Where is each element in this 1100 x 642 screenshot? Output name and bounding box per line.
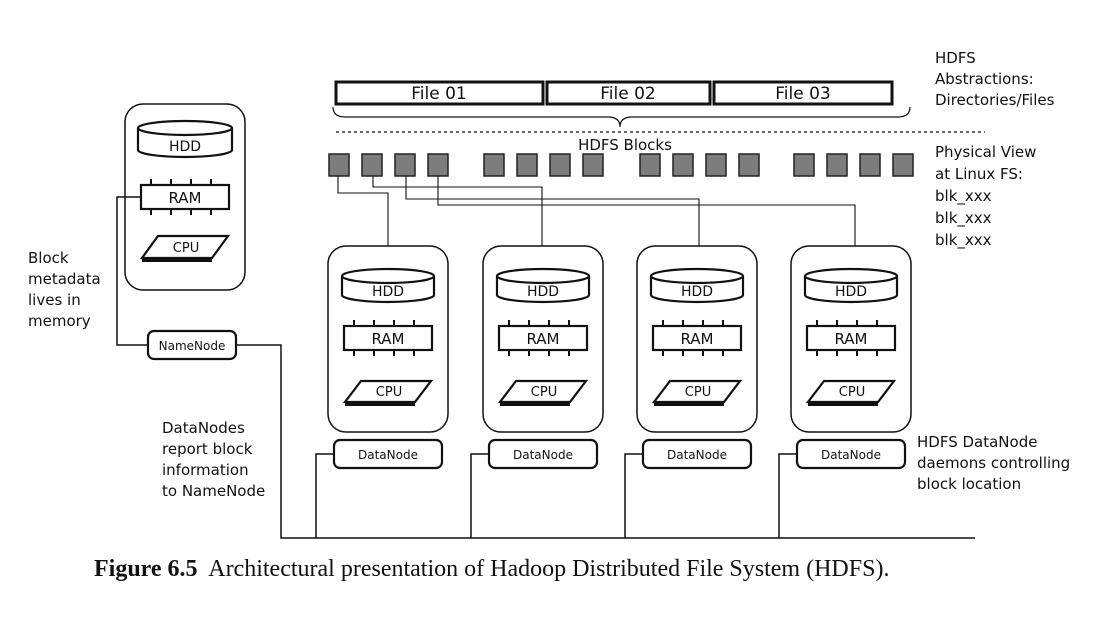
file-02-label: File 02: [600, 84, 655, 104]
hdfs-blocks: [328, 153, 914, 177]
hdd-icon: HDD: [136, 119, 234, 159]
datanode-label: DataNode: [358, 448, 418, 462]
hdfs-block: [892, 153, 914, 177]
cpu-label: CPU: [685, 385, 711, 400]
hdfs-block: [672, 153, 694, 177]
ram-label: RAM: [526, 330, 559, 348]
ram-icon: RAM: [651, 320, 743, 356]
abstractions-note: HDFS Abstractions: Directories/Files: [935, 49, 1055, 109]
namenode: NameNode: [116, 196, 975, 539]
cpu-icon: CPU: [342, 379, 434, 406]
cpu-icon: CPU: [497, 379, 589, 406]
hdfs-block: [738, 153, 760, 177]
file-03-label: File 03: [775, 84, 830, 104]
hdfs-block: [427, 153, 449, 177]
namenode-label: NameNode: [159, 339, 226, 353]
ram-label: RAM: [371, 330, 404, 348]
hdd-label: HDD: [681, 284, 713, 300]
hdfs-architecture-diagram: File 01 File 02 File 03 HDFS Blocks HDD: [28, 49, 1075, 539]
datanode-bus-wire: [778, 453, 797, 538]
cpu-label: CPU: [531, 385, 557, 400]
hdfs-block: [549, 153, 571, 177]
datanode-3: HDD RAM CPU DataNode: [624, 245, 758, 538]
hdd-icon: HDD: [649, 267, 745, 304]
figure-caption: Figure 6.5 Architectural presentation of…: [94, 556, 889, 583]
ram-label: RAM: [168, 189, 201, 207]
block-mapping-lines: [337, 176, 856, 263]
hdd-icon: HDD: [495, 267, 591, 304]
cpu-label: CPU: [173, 241, 199, 256]
hdd-label: HDD: [835, 284, 867, 300]
hdfs-block: [328, 153, 350, 177]
hdfs-blocks-label: HDFS Blocks: [578, 136, 672, 154]
datanode-2: HDD RAM CPU DataNode: [470, 245, 604, 538]
hdfs-block: [483, 153, 505, 177]
hdfs-block: [826, 153, 848, 177]
file-bar: File 01 File 02 File 03: [332, 80, 911, 128]
file-01-label: File 01: [411, 84, 466, 104]
hdfs-block: [516, 153, 538, 177]
datanode-label: DataNode: [821, 448, 881, 462]
datanode-1: HDD RAM CPU DataNode: [315, 245, 449, 538]
cpu-label: CPU: [839, 385, 865, 400]
ram-label: RAM: [680, 330, 713, 348]
datanodes: HDD RAM CPU DataNode HDD RAM CPU DataNode HDD RAM…: [315, 245, 912, 538]
hdd-label: HDD: [372, 284, 404, 300]
figure-caption-text: Architectural presentation of Hadoop Dis…: [208, 556, 890, 582]
datanode-label: DataNode: [513, 448, 573, 462]
hdd-label: HDD: [169, 139, 201, 155]
ram-label: RAM: [834, 330, 867, 348]
datanode-bus-wire: [315, 453, 334, 538]
files-brace: [332, 106, 911, 128]
cpu-icon: CPU: [139, 234, 231, 262]
ram-icon: RAM: [139, 179, 231, 215]
hdfs-block: [639, 153, 661, 177]
physical-view-note: Physical View at Linux FS: blk_xxx blk_x…: [935, 143, 1041, 250]
hdfs-block: [361, 153, 383, 177]
datanode-label: DataNode: [667, 448, 727, 462]
hdfs-block: [793, 153, 815, 177]
hdd-icon: HDD: [803, 267, 899, 304]
cpu-icon: CPU: [651, 379, 743, 406]
cpu-icon: CPU: [805, 379, 897, 406]
datanodes-report-note: DataNodes report block information to Na…: [162, 419, 265, 500]
ram-icon: RAM: [497, 320, 589, 356]
namenode-hardware: HDD RAM CPU: [124, 103, 246, 291]
hdfs-block: [394, 153, 416, 177]
block-metadata-note: Block metadata lives in memory: [28, 249, 105, 330]
ram-icon: RAM: [805, 320, 897, 356]
datanode-4: HDD RAM CPU DataNode: [778, 245, 912, 538]
figure-label: Figure 6.5: [94, 556, 198, 582]
cpu-label: CPU: [376, 385, 402, 400]
hdfs-block: [582, 153, 604, 177]
datanode-bus-wire: [624, 453, 643, 538]
hdd-label: HDD: [527, 284, 559, 300]
datanode-daemons-note: HDFS DataNode daemons controlling block …: [917, 433, 1075, 493]
hdd-icon: HDD: [340, 267, 436, 304]
ram-icon: RAM: [342, 320, 434, 356]
datanode-bus-wire: [470, 453, 489, 538]
hdfs-block: [859, 153, 881, 177]
hdfs-block: [705, 153, 727, 177]
